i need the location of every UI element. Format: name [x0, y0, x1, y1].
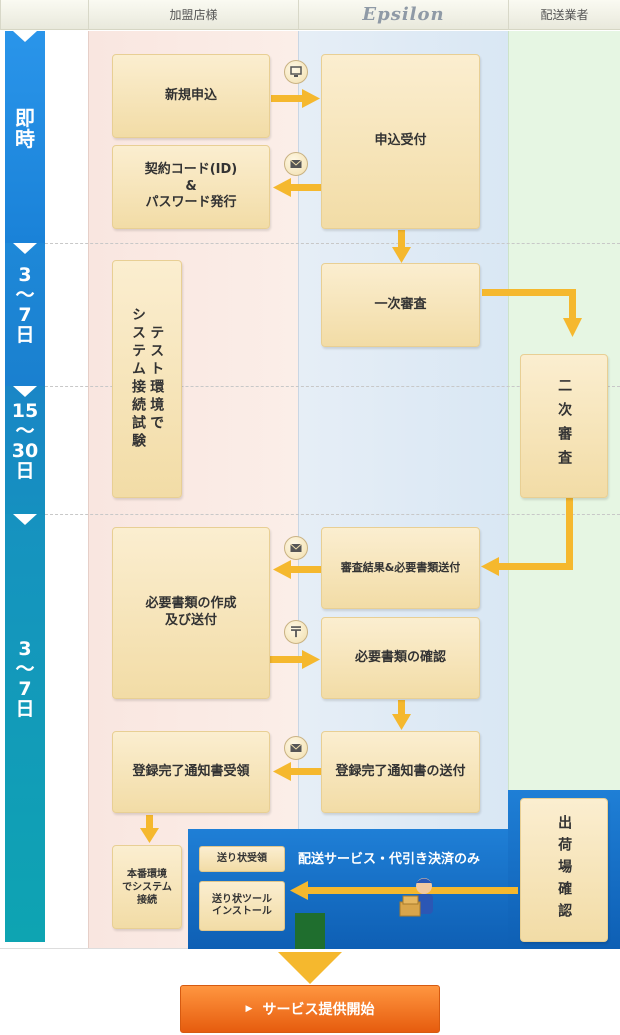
time-label-15-30: 15 〜 30 日	[11, 400, 39, 482]
time-segment-3	[5, 386, 45, 514]
delivery-arrow	[290, 881, 518, 900]
mail-icon	[284, 536, 308, 560]
header-carrier: 配送業者	[508, 0, 620, 30]
box-production-connect: 本番環境 でシステム 接続	[112, 845, 182, 929]
period-separator	[45, 386, 620, 387]
triangle-right-icon: ▶	[245, 1004, 253, 1014]
box-application-received: 申込受付	[321, 54, 480, 229]
box-registration-send: 登録完了通知書の送付	[321, 731, 480, 813]
time-marker-icon	[13, 243, 37, 254]
time-label-immediate: 即 時	[15, 106, 35, 151]
box-first-review: 一次審査	[321, 263, 480, 347]
delivery-person-icon	[399, 878, 433, 917]
box-review-result: 審査結果&必要書類送付	[321, 527, 480, 609]
box-slip-tool-install: 送り状ツール インストール	[199, 881, 285, 931]
header-epsilon-logo: Epsilon	[298, 0, 508, 30]
box-contract-code: 契約コード(ID) & パスワード発行	[112, 145, 270, 229]
lane-divider	[508, 31, 509, 949]
epsilon-logo: Epsilon	[362, 4, 445, 25]
time-marker-icon	[13, 514, 37, 525]
box-registration-received: 登録完了通知書受領	[112, 731, 270, 813]
box-second-review: 二次審査	[520, 354, 608, 498]
computer-icon	[284, 60, 308, 84]
time-segment-immediate	[5, 31, 45, 243]
header-merchant: 加盟店様	[88, 0, 298, 30]
time-marker-icon	[13, 386, 37, 397]
delivery-service-title: 配送サービス・代引き決済のみ	[298, 852, 481, 867]
time-segment-2	[5, 243, 45, 386]
header-blank	[0, 0, 88, 30]
service-start-label: サービス提供開始	[262, 1002, 375, 1018]
mail-icon	[284, 736, 308, 760]
lane-divider	[88, 31, 89, 949]
box-documents-confirm: 必要書類の確認	[321, 617, 480, 699]
postal-icon: 〒	[284, 620, 308, 644]
green-block	[295, 913, 325, 949]
box-slip-received: 送り状受領	[199, 846, 285, 872]
mail-icon	[284, 152, 308, 176]
box-shipping-confirm: 出荷場確認	[520, 798, 608, 942]
period-separator	[45, 514, 620, 515]
period-separator	[45, 243, 620, 244]
time-marker-icon	[13, 31, 37, 42]
time-label-3-7: 3 〜 7 日	[15, 264, 35, 346]
time-segment-4	[5, 514, 45, 942]
service-start-button[interactable]: ▶ サービス提供開始	[180, 985, 440, 1033]
time-label-3-7b: 3 〜 7 日	[15, 638, 35, 720]
box-documents-create: 必要書類の作成 及び送付	[112, 527, 270, 699]
box-new-application: 新規申込	[112, 54, 270, 138]
lane-divider	[298, 31, 299, 949]
box-test-environment: テスト環境で システム接続試験	[112, 260, 182, 498]
